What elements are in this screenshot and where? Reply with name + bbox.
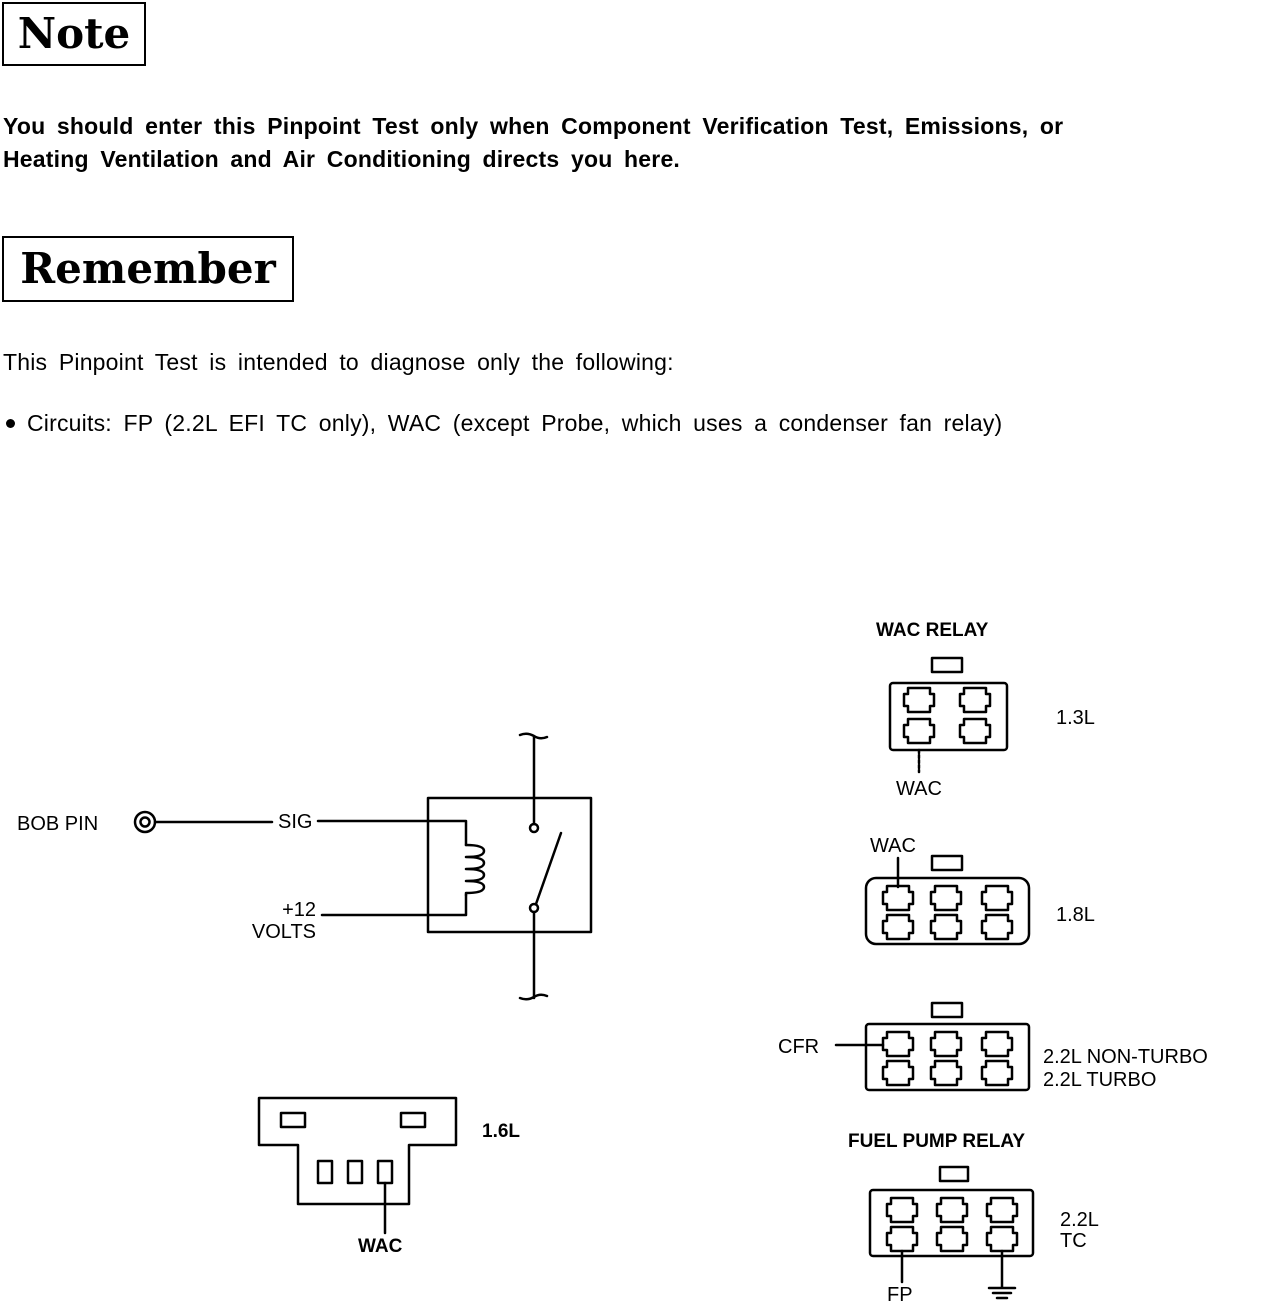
bob-pin-terminal-icon: [133, 810, 157, 834]
connector-13l-body: [888, 681, 1009, 752]
sig-wire: [316, 819, 468, 847]
connector-16l-pin-label: WAC: [358, 1236, 403, 1257]
fuel-pump-relay-heading: FUEL PUMP RELAY: [848, 1131, 1025, 1152]
connector-22l-body: [864, 1022, 1031, 1092]
remember-title: Remember: [2, 236, 294, 302]
connector-13l-label: 1.3L: [1056, 707, 1095, 729]
connector-13l-pin-label: WAC: [896, 778, 942, 800]
connector-18l-label: 1.8L: [1056, 904, 1095, 926]
note-title: Note: [2, 2, 146, 66]
connector-22l-pin-label: CFR: [778, 1036, 819, 1058]
volts-wire: [320, 893, 468, 917]
connector-18l-body: [864, 876, 1031, 946]
connector-22l-tc: FP 2.2L TC: [868, 1165, 1099, 1304]
bullet-dot: [6, 419, 15, 429]
connector-22l-tc-pin-label: FP: [887, 1284, 913, 1304]
connector-22l-label-line2: 2.2L TURBO: [1043, 1069, 1156, 1091]
relay-box: [426, 796, 593, 934]
sig-label: SIG: [278, 811, 312, 833]
connector-22l-tc-label-line1: 2.2L: [1060, 1209, 1099, 1231]
ground-icon: [987, 1249, 1017, 1300]
connector-18l: WAC 1.8L: [864, 835, 1095, 946]
connector-22l-tc-label-line2: TC: [1060, 1230, 1087, 1252]
relay-schematic: BOB PIN SIG +12 VOLTS: [17, 732, 593, 1001]
wac-relay-heading: WAC RELAY: [876, 620, 989, 641]
connector-16l-label: 1.6L: [482, 1121, 520, 1142]
connector-22l-tc-body: [868, 1188, 1035, 1258]
connector-16l: 1.6L WAC: [257, 1096, 520, 1257]
connector-22l-label-line1: 2.2L NON-TURBO: [1043, 1046, 1208, 1068]
note-text-line-2: Heating Ventilation and Air Conditioning…: [3, 146, 681, 172]
connector-16l-body: [257, 1096, 458, 1206]
relay-switch-icon: [518, 732, 563, 1001]
connector-13l: 1.3L WAC: [888, 656, 1095, 800]
note-text-line-1: You should enter this Pinpoint Test only…: [3, 113, 1064, 139]
bullet-text: Circuits: FP (2.2L EFI TC only), WAC (ex…: [27, 410, 1003, 436]
connector-22l: CFR 2.2L NON-TURBO 2.2L TURBO: [778, 1001, 1208, 1092]
relay-coil-icon: [464, 843, 486, 897]
volts-label-bottom: VOLTS: [252, 921, 316, 943]
remember-intro: This Pinpoint Test is intended to diagno…: [3, 349, 674, 375]
bullet-item: Circuits: FP (2.2L EFI TC only), WAC (ex…: [3, 410, 1002, 437]
volts-label-top: +12: [282, 899, 316, 921]
connector-18l-pin-label: WAC: [870, 835, 916, 857]
bob-pin-label: BOB PIN: [17, 813, 98, 835]
